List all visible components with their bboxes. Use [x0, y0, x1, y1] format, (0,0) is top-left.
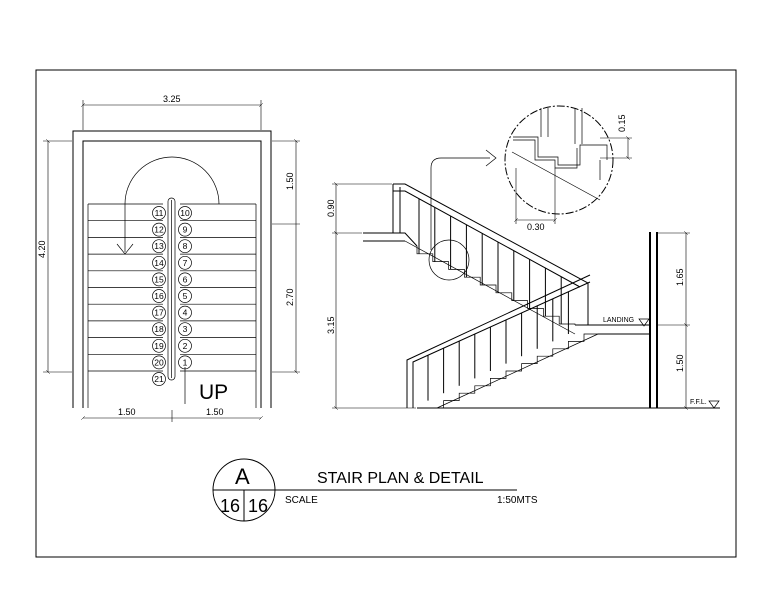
svg-text:1: 1: [183, 357, 188, 367]
svg-text:19: 19: [154, 341, 164, 351]
drawing-title: STAIR PLAN & DETAIL: [317, 470, 484, 487]
step-number-right: 5: [178, 289, 192, 303]
step-number-left: 18: [152, 322, 166, 337]
section-dim-upper-flight: 1.65: [675, 268, 685, 286]
step-number-left: 13: [152, 239, 166, 254]
svg-text:8: 8: [183, 241, 188, 251]
svg-text:11: 11: [155, 208, 164, 218]
section-dim-lower-flight: 1.50: [675, 354, 685, 372]
svg-text:18: 18: [154, 324, 164, 334]
plan-dim-top-width: 3.25: [163, 94, 181, 104]
sheet-number-right: 16: [248, 496, 268, 516]
detail-letter: A: [235, 464, 250, 489]
step-number-left: 15: [152, 272, 166, 287]
plan-inner-wall: [82, 140, 262, 408]
step-number-right: 9: [178, 222, 192, 237]
plan-dim-right-lower: 2.70: [285, 288, 295, 306]
lower-handrail: [406, 274, 591, 408]
svg-text:5: 5: [183, 291, 188, 301]
svg-text:10: 10: [180, 208, 190, 218]
svg-text:17: 17: [154, 308, 164, 318]
detail-dim-riser: 0.15: [617, 114, 627, 132]
plan-dim-left-height: 4.20: [37, 240, 47, 258]
step-number-left: 14: [152, 255, 166, 270]
section-dim-rail-height: 0.90: [326, 199, 336, 217]
plan-center-well: [167, 197, 176, 381]
scale-label: SCALE: [285, 495, 318, 506]
step-number-right: 10: [178, 206, 192, 220]
sheet-border: [35, 69, 737, 558]
svg-text:7: 7: [183, 258, 188, 268]
svg-text:3: 3: [183, 324, 188, 334]
stair-section: 0.30 0.15 0.90 3.15 1.65 1.50 LANDING F.…: [326, 105, 720, 409]
lower-flight-steps: [428, 333, 598, 409]
step-number-right: 3: [178, 322, 192, 337]
svg-text:4: 4: [183, 308, 188, 318]
upper-balusters: [418, 198, 562, 324]
plan-dim-bottom-left: 1.50: [118, 407, 136, 417]
svg-text:12: 12: [154, 225, 164, 235]
step-number-right: 2: [178, 338, 192, 353]
step-number-left: 17: [152, 305, 166, 320]
svg-text:20: 20: [154, 357, 164, 367]
sheet-number-left: 16: [220, 496, 240, 516]
plan-dim-bottom-right: 1.50: [206, 407, 224, 417]
svg-text:13: 13: [154, 241, 164, 251]
step-number-right: 4: [178, 305, 192, 320]
scale-value: 1:50MTS: [497, 495, 538, 506]
plan-walk-line-arc: [124, 156, 220, 205]
detail-callout-circle: [428, 239, 470, 281]
step-number-left: 21: [152, 372, 166, 386]
up-label: UP: [199, 381, 228, 404]
upper-floor-slab: [363, 232, 418, 247]
ffl-level-marker: [708, 400, 720, 409]
lower-balusters: [427, 291, 569, 401]
step-number-left: 19: [152, 338, 166, 353]
plan-dim-right-upper: 1.50: [285, 172, 295, 190]
step-number-left: 11: [152, 206, 166, 220]
step-number-right: 1: [178, 355, 192, 370]
svg-text:16: 16: [154, 291, 164, 301]
svg-text:14: 14: [154, 258, 164, 268]
landing-slab: [575, 324, 650, 335]
plan-outer-wall: [72, 130, 272, 408]
section-dim-total-height: 3.15: [326, 316, 336, 334]
plan-treads: [88, 203, 256, 372]
svg-text:6: 6: [183, 274, 188, 284]
svg-text:21: 21: [154, 374, 164, 384]
step-number-left: 20: [152, 355, 166, 370]
step-number-right: 8: [178, 239, 192, 254]
ffl-label: F.F.L.: [690, 399, 707, 406]
landing-level-marker: [638, 318, 650, 327]
step-number-right: 7: [178, 255, 192, 270]
step-number-left: 16: [152, 289, 166, 303]
svg-text:2: 2: [183, 341, 188, 351]
step-number-left: 12: [152, 222, 166, 237]
svg-text:15: 15: [154, 274, 164, 284]
upper-handrail: [393, 183, 589, 325]
step-number-right: 6: [178, 272, 192, 287]
magnified-detail: 0.30 0.15: [504, 105, 632, 232]
landing-label: LANDING: [603, 317, 634, 324]
upper-flight-steps: [416, 246, 576, 325]
title-block: A 16 16 STAIR PLAN & DETAIL SCALE 1:50MT…: [212, 458, 538, 522]
detail-dim-tread: 0.30: [527, 222, 545, 232]
svg-text:9: 9: [183, 225, 188, 235]
